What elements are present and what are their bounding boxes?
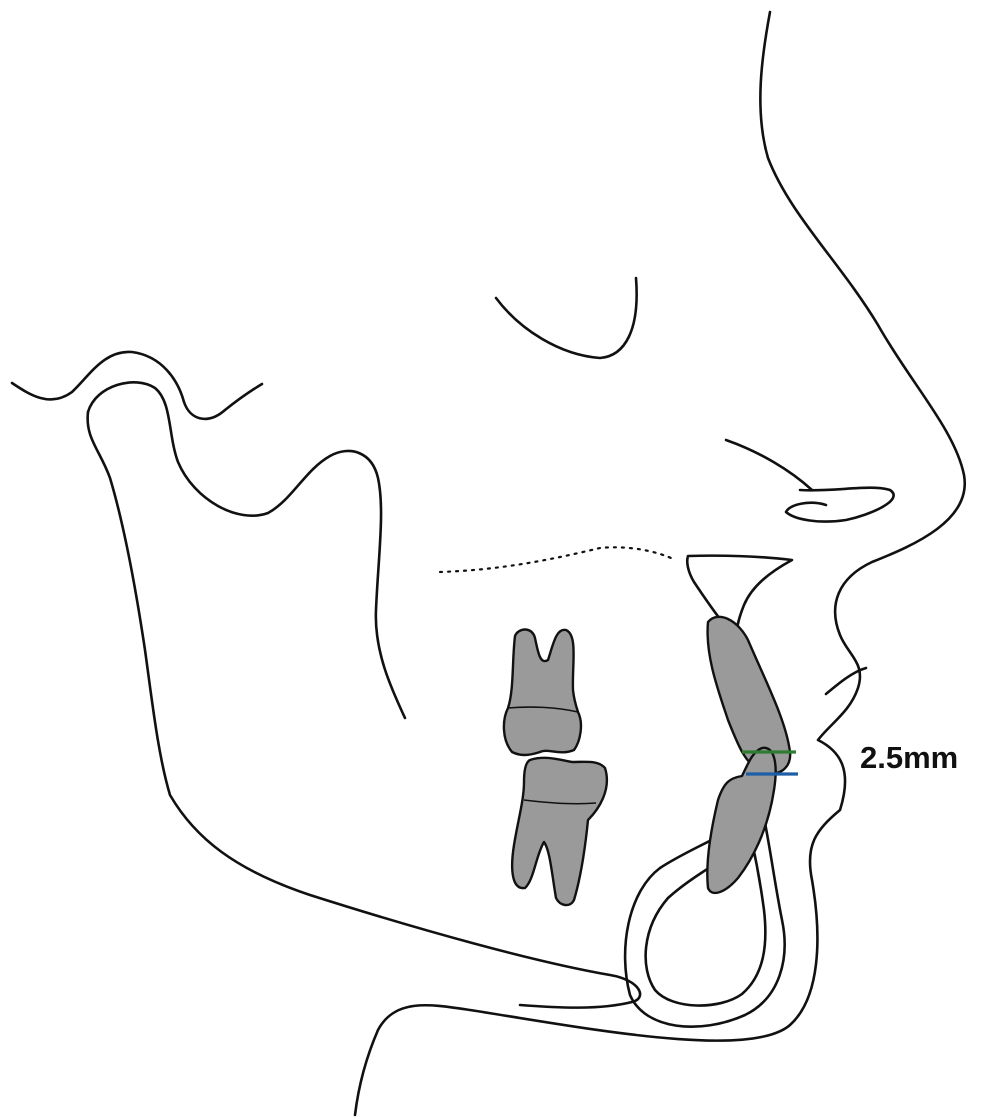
soft-tissue-profile bbox=[355, 12, 965, 1115]
upper-incisor bbox=[708, 617, 791, 774]
lower-incisor bbox=[707, 748, 775, 893]
orbit-outline bbox=[496, 278, 637, 358]
mandible-outline bbox=[88, 382, 405, 718]
skull-base-line bbox=[12, 352, 262, 419]
overbite-measurement-label: 2.5mm bbox=[860, 740, 958, 775]
lower-molar bbox=[512, 758, 607, 905]
upper-molar bbox=[504, 630, 581, 756]
nostril-outline bbox=[786, 488, 894, 522]
occlusal-plane-line bbox=[440, 547, 675, 572]
nasal-floor-line bbox=[726, 440, 812, 490]
